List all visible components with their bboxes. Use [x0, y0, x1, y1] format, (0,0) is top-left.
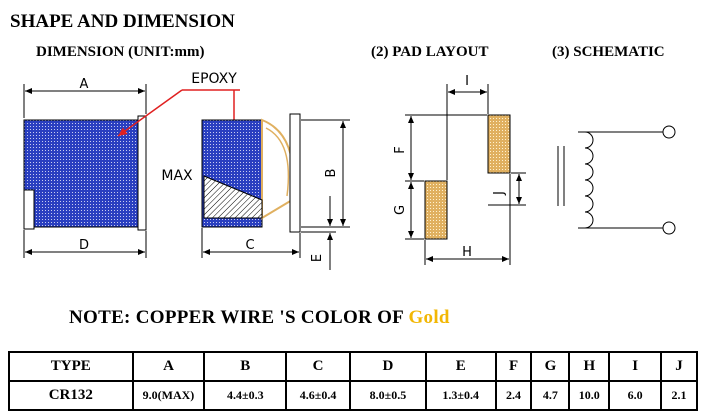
col-header-i: I — [608, 351, 663, 382]
col-header-b: B — [203, 351, 288, 382]
epoxy-arrow-front — [117, 89, 183, 137]
col-header-g: G — [530, 351, 571, 382]
dim-h-label: H — [462, 245, 472, 260]
schematic — [557, 125, 676, 235]
cell-a: 9.0(MAX) — [131, 380, 206, 411]
dim-g-label: G — [393, 205, 408, 215]
page-title: SHAPE AND DIMENSION — [10, 11, 235, 32]
front-right-terminal — [137, 115, 147, 231]
col-header-d: D — [349, 351, 427, 382]
side-hatched-terminal — [203, 175, 263, 219]
side-plate — [289, 113, 301, 233]
note-text: NOTE: COPPER WIRE 'S COLOR OF — [69, 307, 404, 328]
cell-f: 2.4 — [494, 380, 533, 411]
terminal-top — [662, 125, 676, 139]
side-view: MAX C B E — [161, 113, 350, 270]
pad-layout: I F G J H — [393, 74, 526, 265]
cell-d: 8.0±0.5 — [349, 380, 427, 411]
pad-layout-heading: (2) PAD LAYOUT — [371, 44, 489, 60]
side-wire-inner — [265, 127, 290, 197]
copper-wire-note: NOTE: COPPER WIRE 'S COLOR OF Gold — [69, 307, 450, 329]
spec-table: TYPE A B C D E F G H I J CR132 9.0(MAX) … — [8, 351, 698, 411]
terminal-bottom — [662, 221, 676, 235]
dim-d-label: D — [79, 238, 89, 253]
table-row: CR132 9.0(MAX) 4.4±0.3 4.6±0.4 8.0±0.5 1… — [8, 380, 698, 411]
pad-right — [487, 114, 511, 174]
col-header-j: J — [660, 351, 698, 382]
cell-b: 4.4±0.3 — [203, 380, 288, 411]
dim-b-label: B — [324, 169, 339, 178]
dim-a-label: A — [80, 77, 89, 92]
pad-left — [424, 180, 448, 240]
col-header-f: F — [494, 351, 533, 382]
front-left-terminal — [23, 189, 35, 230]
dim-i-label: I — [465, 74, 469, 89]
coil-winding — [578, 131, 594, 229]
col-header-a: A — [131, 351, 206, 382]
dim-e-label: E — [310, 254, 325, 262]
dim-c-label: C — [245, 238, 254, 253]
cell-h: 10.0 — [568, 380, 611, 411]
note-color-word: Gold — [408, 307, 450, 328]
col-header-c: C — [285, 351, 352, 382]
front-view: A D — [23, 77, 147, 258]
table-header-row: TYPE A B C D E F G H I J — [8, 351, 698, 382]
dimension-heading: DIMENSION (UNIT:mm) — [36, 44, 205, 60]
col-header-h: H — [568, 351, 611, 382]
col-header-type: TYPE — [8, 351, 134, 382]
cell-g: 4.7 — [530, 380, 571, 411]
drawing-canvas: A D EPOXY MAX C B E — [23, 71, 676, 270]
cell-i: 6.0 — [608, 380, 663, 411]
cell-j: 2.1 — [660, 380, 698, 411]
epoxy-label: EPOXY — [191, 71, 237, 87]
cell-c: 4.6±0.4 — [285, 380, 352, 411]
front-coil-body — [23, 119, 147, 228]
col-header-e: E — [424, 351, 497, 382]
cell-type: CR132 — [8, 380, 134, 411]
schematic-heading: (3) SCHEMATIC — [552, 44, 665, 60]
max-label: MAX — [161, 168, 193, 184]
dim-j-label: J — [492, 191, 507, 196]
dim-f-label: F — [393, 146, 408, 153]
cell-e: 1.3±0.4 — [424, 380, 497, 411]
